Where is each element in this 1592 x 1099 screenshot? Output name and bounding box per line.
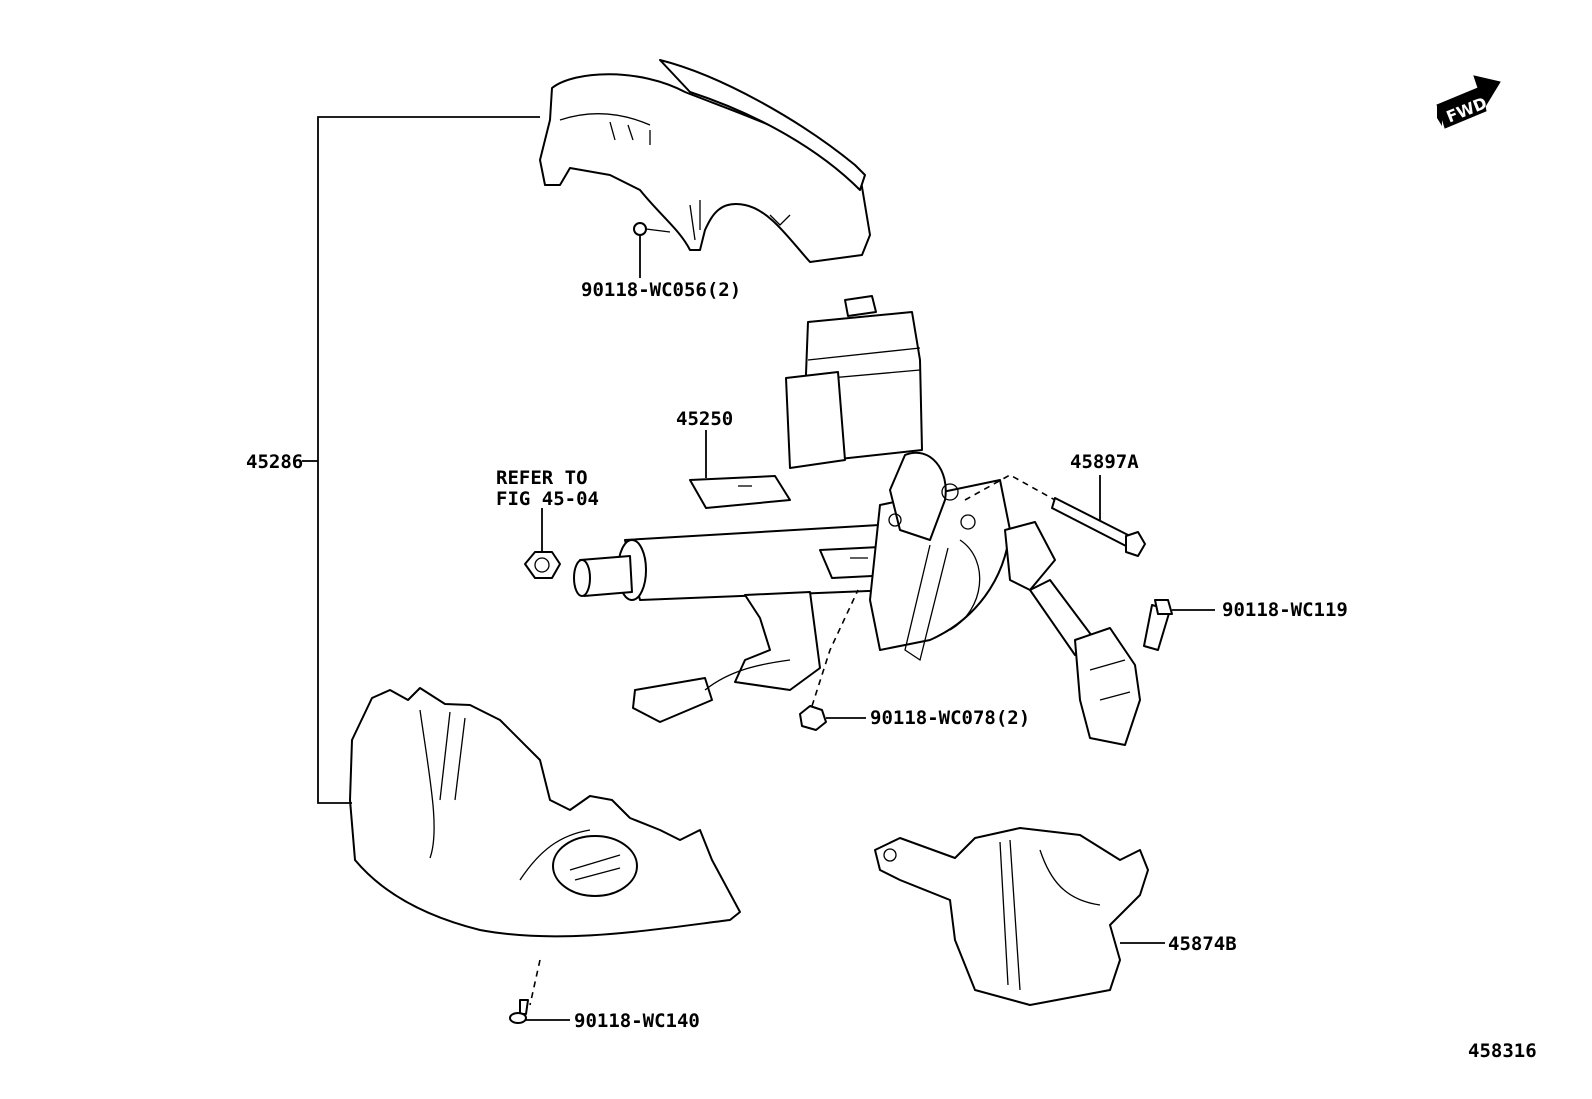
label-cover-right: 45874B xyxy=(1168,933,1237,955)
nut-wc078 xyxy=(799,589,859,731)
label-screw-bottom: 90118-WC140 xyxy=(574,1010,700,1032)
label-bolt-right: 90118-WC119 xyxy=(1222,599,1348,621)
steering-column-assembly xyxy=(573,295,1141,746)
lower-column-cover xyxy=(349,687,741,1006)
label-upper-cover: 45286 xyxy=(246,451,303,473)
figure-number: 458316 xyxy=(1468,1040,1537,1062)
label-refer-line1: REFER TO xyxy=(496,467,588,489)
fwd-arrow-icon: FWD xyxy=(1436,75,1501,129)
bolt-wc119 xyxy=(1143,599,1173,651)
leader-lines xyxy=(302,116,1215,1021)
upper-column-cover xyxy=(539,59,871,263)
label-nut-lower: 90118-WC078(2) xyxy=(870,707,1030,729)
label-screw-upper: 90118-WC056(2) xyxy=(581,279,741,301)
nut-refer xyxy=(524,508,561,579)
right-cover-45874b xyxy=(874,827,1149,1006)
bolt-45897a xyxy=(964,474,1146,557)
label-refer-line2: FIG 45-04 xyxy=(496,488,599,510)
screw-upper xyxy=(633,222,671,236)
screw-bottom xyxy=(509,999,529,1024)
label-column-assy: 45250 xyxy=(676,408,733,430)
label-shaft-assy: 45897A xyxy=(1070,451,1139,473)
